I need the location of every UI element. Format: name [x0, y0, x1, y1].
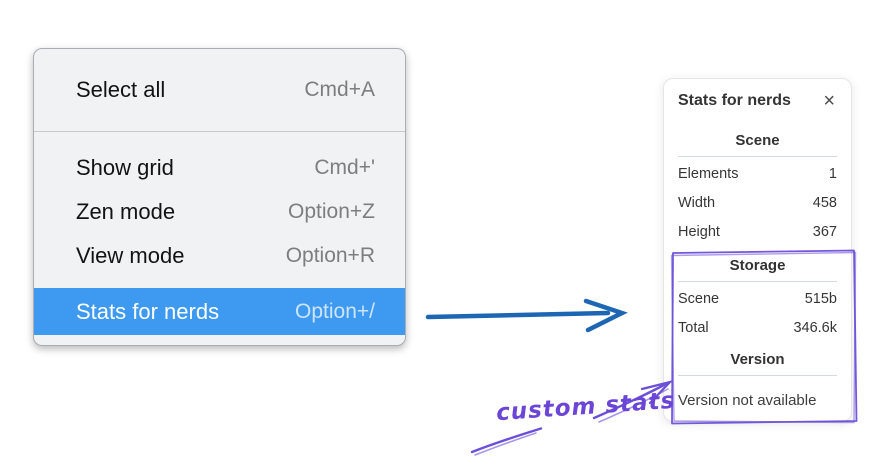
stat-label: Total	[678, 319, 709, 336]
menu-item-stats-for-nerds[interactable]: Stats for nerds Option+/	[34, 288, 405, 335]
section-heading-scene: Scene	[735, 132, 780, 149]
section-heading-storage: Storage	[729, 257, 786, 274]
stats-panel-titlebar: Stats for nerds ×	[678, 89, 837, 113]
stats-panel-title: Stats for nerds	[678, 92, 791, 109]
close-icon[interactable]: ×	[823, 90, 835, 112]
stat-value: 346.6k	[793, 319, 837, 336]
menu-item-shortcut: Cmd+A	[304, 78, 375, 101]
blue-arrow-icon	[425, 298, 628, 333]
menu-item-label: View mode	[76, 243, 185, 268]
menu-item-label: Show grid	[76, 155, 174, 180]
menu-divider	[34, 131, 405, 132]
stats-panel: Stats for nerds × Scene Elements 1 Width…	[663, 78, 852, 422]
section-divider	[678, 156, 837, 157]
menu-item-shortcut: Option+Z	[288, 200, 375, 223]
stat-label: Elements	[678, 165, 739, 182]
section-divider	[678, 375, 837, 376]
stat-label: Height	[678, 223, 720, 240]
menu-item-label: Stats for nerds	[76, 298, 220, 324]
section-heading-version: Version	[730, 351, 785, 368]
custom-stats-arrow-icon	[470, 380, 674, 456]
menu-item-label: Zen mode	[76, 199, 176, 224]
menu-item-shortcut: Option+/	[295, 299, 375, 323]
menu-item-view-mode[interactable]: View mode Option+R	[34, 234, 405, 278]
stat-row-elements: Elements 1	[678, 159, 837, 188]
version-note: Version not available	[678, 392, 817, 409]
stat-row-scene-storage: Scene 515b	[678, 284, 837, 313]
stat-value: 515b	[804, 290, 837, 307]
context-menu: Select all Cmd+A Show grid Cmd+' Zen mod…	[33, 48, 406, 346]
custom-stats-annotation-label: custom stats	[495, 387, 677, 427]
menu-item-shortcut: Option+R	[285, 244, 375, 267]
menu-item-select-all[interactable]: Select all Cmd+A	[34, 63, 405, 117]
stat-value: 1	[828, 165, 837, 182]
stat-value: 367	[812, 223, 837, 240]
menu-item-label: Select all	[76, 77, 166, 102]
stat-label: Scene	[678, 290, 720, 307]
stat-row-height: Height 367	[678, 217, 837, 246]
section-divider	[678, 281, 837, 282]
menu-item-zen-mode[interactable]: Zen mode Option+Z	[34, 190, 405, 234]
stat-row-width: Width 458	[678, 188, 837, 217]
context-menu-group-top: Select all Cmd+A	[34, 49, 405, 131]
menu-item-show-grid[interactable]: Show grid Cmd+'	[34, 146, 405, 190]
menu-item-shortcut: Cmd+'	[314, 156, 375, 179]
stat-row-total-storage: Total 346.6k	[678, 313, 837, 342]
context-menu-group-bottom: Show grid Cmd+' Zen mode Option+Z View m…	[34, 132, 405, 345]
stat-label: Width	[678, 194, 716, 211]
stat-value: 458	[812, 194, 837, 211]
